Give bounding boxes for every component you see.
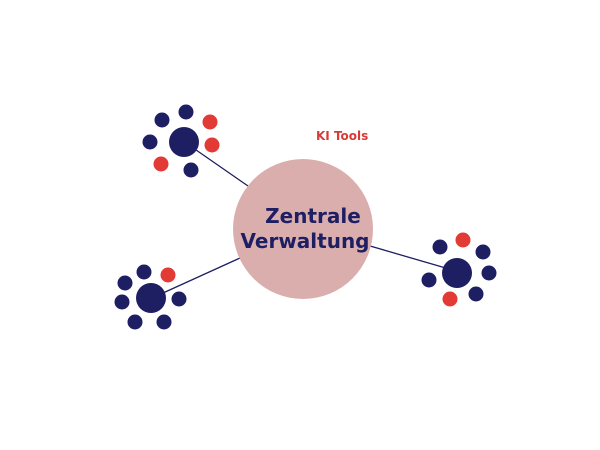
- cluster-top-left: [142, 104, 220, 178]
- satellite-node: [475, 244, 491, 260]
- satellite-node: [156, 314, 172, 330]
- satellite-node: [432, 239, 448, 255]
- connector-bottom-left: [151, 257, 241, 299]
- connector-right: [369, 245, 457, 272]
- satellite-node: [160, 267, 176, 283]
- satellite-node: [114, 294, 130, 310]
- satellite-node: [136, 264, 152, 280]
- cluster-bottom-left: [114, 264, 187, 330]
- satellite-node: [178, 104, 194, 120]
- satellite-node: [468, 286, 484, 302]
- center-label-line2: Verwaltung: [241, 229, 370, 253]
- satellite-node: [142, 134, 158, 150]
- cluster-hub: [136, 283, 166, 313]
- satellite-node: [183, 162, 199, 178]
- satellite-node: [127, 314, 143, 330]
- cluster-hub: [169, 127, 199, 157]
- center-label-line1: Zentrale: [265, 204, 361, 228]
- satellite-node: [442, 291, 458, 307]
- satellite-node: [153, 156, 169, 172]
- satellite-node: [421, 272, 437, 288]
- satellite-node: [204, 137, 220, 153]
- satellite-node: [154, 112, 170, 128]
- satellite-node: [455, 232, 471, 248]
- satellite-node: [171, 291, 187, 307]
- satellite-node: [117, 275, 133, 291]
- satellite-node: [202, 114, 218, 130]
- ki-tools-label: KI Tools: [316, 129, 368, 143]
- cluster-hub: [442, 258, 472, 288]
- cluster-right: [421, 232, 497, 307]
- center-node: [233, 159, 373, 299]
- satellite-node: [481, 265, 497, 281]
